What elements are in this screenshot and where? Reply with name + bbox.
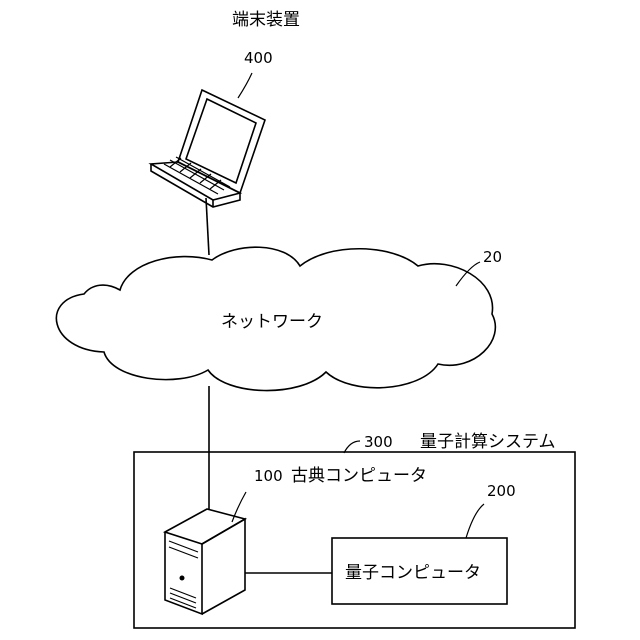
network-label: ネットワーク: [221, 312, 323, 332]
system-ref: 300: [364, 433, 393, 451]
terminal-label: 端末装置: [232, 10, 300, 30]
classical-computer-ref: 100: [254, 467, 283, 485]
terminal-network-line: [206, 198, 209, 255]
quantum-computer-leader: [466, 504, 484, 538]
terminal-leader: [238, 73, 252, 98]
terminal-ref: 400: [244, 49, 273, 67]
quantum-computer-label: 量子コンピュータ: [345, 563, 481, 583]
system-label: 量子計算システム: [420, 432, 556, 452]
network-ref: 20: [483, 248, 502, 266]
server-tower-icon: [165, 509, 245, 614]
laptop-icon: [151, 90, 265, 207]
classical-computer-label: 古典コンピュータ: [291, 466, 427, 486]
network-leader: [456, 262, 480, 286]
quantum-computer-ref: 200: [487, 482, 516, 500]
